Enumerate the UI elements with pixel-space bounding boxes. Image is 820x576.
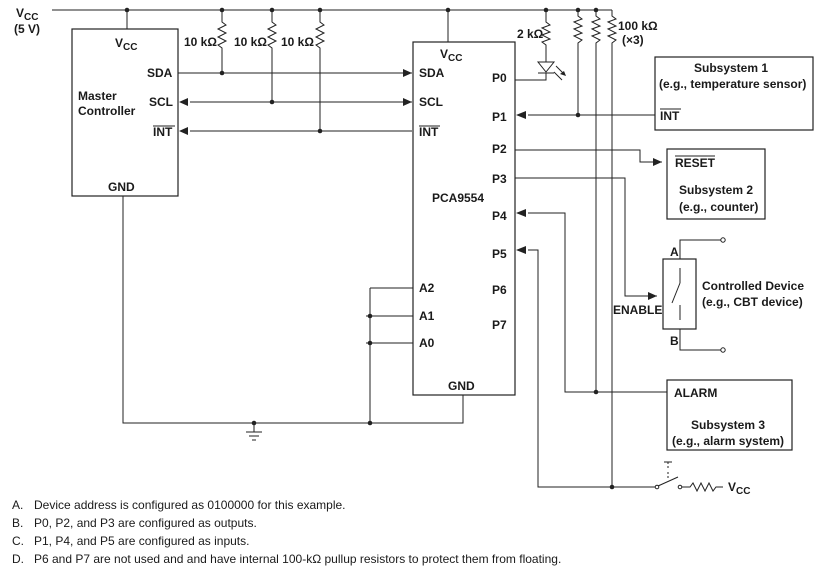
- chip-a1-pin: A1: [419, 309, 435, 323]
- subsystem3-title: Subsystem 3: [691, 418, 765, 432]
- note-a-letter: A.: [12, 498, 24, 512]
- note-b-letter: B.: [12, 516, 24, 530]
- ground-icon: [246, 431, 262, 441]
- notes-list: A. Device address is configured as 010000…: [12, 496, 812, 568]
- r1-label: 10 kΩ: [184, 35, 217, 49]
- subsystem2-subtitle: (e.g., counter): [679, 200, 758, 214]
- chip-vcc-label: VCC: [440, 47, 462, 64]
- controlled-device-title: Controlled Device: [702, 279, 804, 293]
- chip-p2-pin: P2: [492, 142, 507, 156]
- note-c: C. P1, P4, and P5 are configured as input…: [12, 532, 812, 550]
- subsystem2-title: Subsystem 2: [679, 183, 753, 197]
- switch-pullup-resistor: [682, 481, 723, 493]
- switch-vcc-label: VCC: [728, 480, 750, 496]
- note-c-letter: C.: [12, 534, 24, 548]
- r3-label: 10 kΩ: [281, 35, 314, 49]
- note-b: B. P0, P2, and P3 are configured as outpu…: [12, 514, 812, 532]
- subsystem3-subtitle: (e.g., alarm system): [672, 434, 784, 448]
- terminal-a: [720, 237, 726, 243]
- chip-p1-pin: P1: [492, 110, 507, 124]
- chip-p5-pin: P5: [492, 247, 507, 261]
- subsystem3-alarm-pin: ALARM: [674, 386, 717, 400]
- subsystem1-subtitle: (e.g., temperature sensor): [659, 77, 806, 91]
- master-gnd-pin: GND: [108, 180, 135, 194]
- led-icon: [536, 61, 566, 81]
- chip-p6-pin: P6: [492, 283, 507, 297]
- chip-p3-pin: P3: [492, 172, 507, 186]
- subsystem1-int-pin: INT: [660, 109, 680, 123]
- subsystem2-box: [666, 148, 766, 220]
- pca9554-chip-box: [412, 41, 516, 396]
- r2-label: 10 kΩ: [234, 35, 267, 49]
- switch-icon: [671, 268, 681, 320]
- chip-scl-pin: SCL: [419, 95, 443, 109]
- master-title-line1: Master: [78, 89, 117, 103]
- subsystem2-reset-pin: RESET: [675, 156, 716, 170]
- controlled-enable-label: ENABLE: [613, 303, 662, 317]
- note-b-text: P0, P2, and P3 are configured as outputs…: [34, 516, 257, 530]
- terminal-b: [720, 347, 726, 353]
- note-d-text: P6 and P7 are not used and and have inte…: [34, 552, 562, 566]
- pullup-resistor-label: 100 kΩ: [618, 19, 658, 33]
- schematic-diagram: VCC (5 V) VCC Master Controller SDA SCL …: [14, 6, 814, 496]
- master-sda-pin: SDA: [147, 66, 173, 80]
- pushbutton-switch-icon: [654, 461, 683, 490]
- subsystem3-box: [666, 379, 793, 451]
- pullup-count-label: (×3): [622, 33, 644, 47]
- supply-voltage-label: (5 V): [14, 22, 40, 36]
- controlled-a-label: A: [670, 245, 679, 259]
- note-c-text: P1, P4, and P5 are configured as inputs.: [34, 534, 250, 548]
- chip-p0-pin: P0: [492, 71, 507, 85]
- note-d: D. P6 and P7 are not used and and have in…: [12, 550, 812, 568]
- note-a-text: Device address is configured as 0100000 …: [34, 498, 346, 512]
- master-controller-box: [71, 28, 179, 197]
- master-title-line2: Controller: [78, 104, 136, 118]
- master-int-pin: INT: [153, 125, 173, 139]
- chip-p7-pin: P7: [492, 318, 507, 332]
- chip-p4-pin: P4: [492, 209, 507, 223]
- chip-sda-pin: SDA: [419, 66, 445, 80]
- note-d-letter: D.: [12, 552, 24, 566]
- controlled-device-subtitle: (e.g., CBT device): [702, 295, 803, 309]
- chip-a2-pin: A2: [419, 281, 435, 295]
- led-resistor-label: 2 kΩ: [517, 27, 544, 41]
- chip-int-pin: INT: [419, 125, 439, 139]
- subsystem1-title: Subsystem 1: [694, 61, 768, 75]
- chip-name: PCA9554: [432, 191, 484, 205]
- note-a: A. Device address is configured as 010000…: [12, 496, 812, 514]
- subsystem1-box: [654, 56, 814, 131]
- chip-gnd-pin: GND: [448, 379, 475, 393]
- chip-a0-pin: A0: [419, 336, 435, 350]
- master-scl-pin: SCL: [149, 95, 173, 109]
- master-vcc-label: VCC: [115, 36, 137, 53]
- supply-vcc-label: VCC: [16, 6, 38, 23]
- controlled-b-label: B: [670, 334, 679, 348]
